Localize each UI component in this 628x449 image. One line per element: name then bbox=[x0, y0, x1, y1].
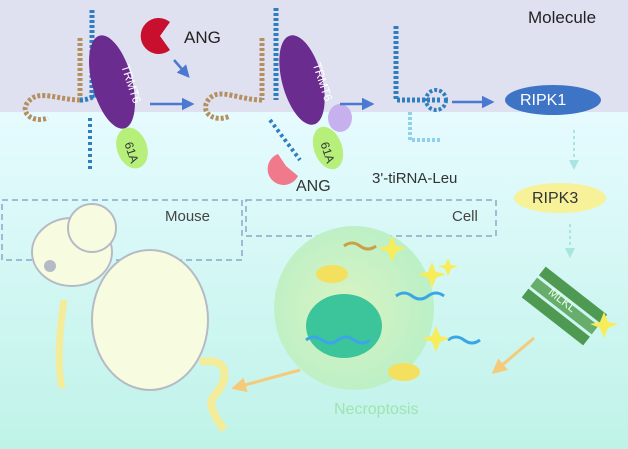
mouse-label: Mouse bbox=[165, 208, 211, 225]
trmt61a-left-label: 61A bbox=[121, 140, 141, 165]
trmt6-left bbox=[89, 35, 135, 129]
mlkl-node: MLKL bbox=[521, 266, 608, 346]
trna-middle bbox=[203, 8, 302, 162]
ripk3-label: RIPK3 bbox=[532, 190, 579, 207]
trmt61a-left bbox=[116, 127, 148, 169]
mouse-illustration bbox=[31, 203, 229, 433]
arrow-cell-mouse bbox=[231, 368, 301, 393]
arrow-mlkl-cell bbox=[491, 336, 535, 374]
tirna-label: 3'-tiRNA-Leu bbox=[372, 170, 458, 187]
cell-label: Cell bbox=[452, 208, 478, 225]
ripk3-node bbox=[514, 183, 606, 213]
ripk1-label: RIPK1 bbox=[520, 92, 567, 109]
molecule-label: Molecule bbox=[528, 8, 597, 27]
tirna-fragment bbox=[393, 26, 448, 142]
trmt61a-mid-lilac bbox=[328, 104, 352, 132]
ang-top-label: ANG bbox=[184, 28, 221, 47]
ang-bottom-label: ANG bbox=[296, 178, 331, 195]
cell-illustration bbox=[274, 226, 481, 390]
mlkl-spark bbox=[590, 312, 618, 338]
trmt61a-mid-label: 61A bbox=[317, 140, 337, 165]
trmt6-mid bbox=[279, 35, 325, 125]
trmt61a-mid bbox=[312, 126, 344, 170]
ang-bottom-icon bbox=[267, 154, 298, 185]
ang-top-icon bbox=[140, 18, 170, 54]
necroptosis-label: Necroptosis bbox=[334, 401, 419, 418]
ang-arrow bbox=[173, 59, 190, 78]
ripk1-node bbox=[505, 85, 601, 115]
